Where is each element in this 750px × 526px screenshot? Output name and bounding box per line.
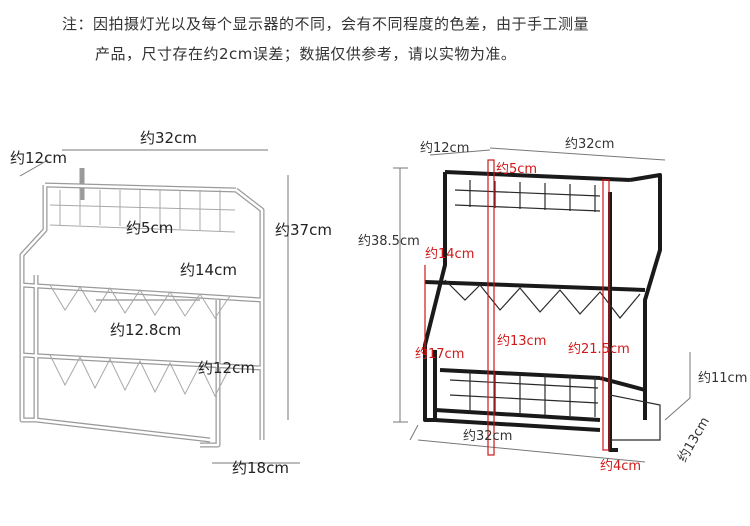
black-rack-body [423,170,662,452]
black-top-width-label: 约32cm [565,137,614,152]
white-rack-wires [49,190,236,398]
white-bottom-depth-label: 约18cm [232,459,289,477]
white-inner-height-label: 约5cm [126,219,173,237]
black-rack-wires [444,180,661,441]
black-gap-lower-left-label: 约17cm [415,347,464,362]
black-gap-upper-label: 约14cm [425,247,474,262]
black-top-depth-label: 约12cm [420,141,469,156]
disclaimer-line-1: 注：因拍摄灯光以及每个显示器的不同，会有不同程度的色差，由于手工测量 [62,15,590,33]
white-depth-label: 约12cm [10,149,67,167]
black-gap-lower-right-label: 约21.5cm [568,342,630,357]
black-side-height-label: 约11cm [698,371,747,386]
white-tier-gap-upper-label: 约14cm [180,261,237,279]
black-inner-height-label: 约5cm [496,162,537,177]
white-tier-width-label: 约12.8cm [110,321,181,339]
white-top-width-label: 约32cm [140,129,197,147]
white-tier-gap-lower-label: 约12cm [198,359,255,377]
black-gap-lower-mid-label: 约13cm [497,334,546,349]
white-rack-dimension-lines [19,149,300,464]
black-foot-width-label: 约4cm [600,459,641,474]
disclaimer-note: 注：因拍摄灯光以及每个显示器的不同，会有不同程度的色差，由于手工测量 产品，尺寸… [0,0,750,80]
black-bottom-depth-label: 约13cm [675,415,713,465]
black-rack-red-guides [424,159,610,456]
black-bottom-width-label: 约32cm [463,429,512,444]
black-rack-dimension-lines [393,147,691,463]
white-rack-figure: 约32cm 约12cm 约37cm 约5cm 约14cm 约12.8cm 约12… [10,129,332,477]
disclaimer-line-2: 产品，尺寸存在约2cm误差；数据仅供参考，请以实物为准。 [95,45,517,63]
white-height-label: 约37cm [275,221,332,239]
